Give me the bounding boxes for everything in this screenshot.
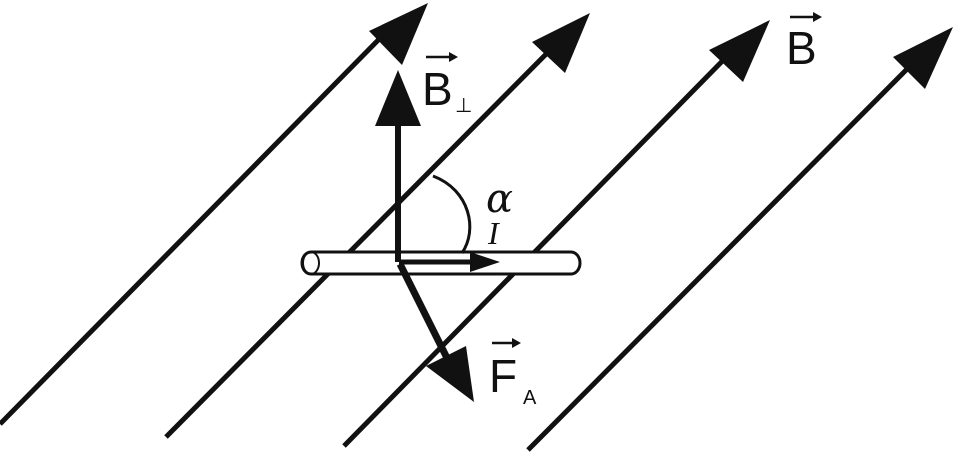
b-perp-subscript: ⊥ [455,95,472,117]
label-b-perpendicular: B ⊥ [422,52,472,117]
field-line-3 [342,36,747,448]
current-arrow [399,252,500,272]
field-line-4-arrowhead [893,27,953,89]
field-line-2 [164,28,572,439]
b-perpendicular-arrow [375,70,421,262]
label-force: F A [489,338,537,409]
field-b-symbol: B [786,22,817,74]
field-line-4 [526,42,934,452]
force-symbol: F [489,350,517,402]
angle-arc [432,174,472,254]
angle-alpha-label: α [486,176,513,222]
field-line-2-arrowhead [532,13,590,73]
field-line-3-arrowhead [709,20,770,82]
field-line-1 [0,20,398,426]
b-perp-symbol: B [422,63,453,115]
field-lines [0,20,934,452]
field-line-arrowheads [369,3,953,89]
force-arrow [396,262,474,402]
label-field-b: B [786,12,822,74]
current-i-label: I [487,215,500,251]
force-subscript: A [523,387,537,409]
field-line-1-arrowhead [369,3,428,65]
